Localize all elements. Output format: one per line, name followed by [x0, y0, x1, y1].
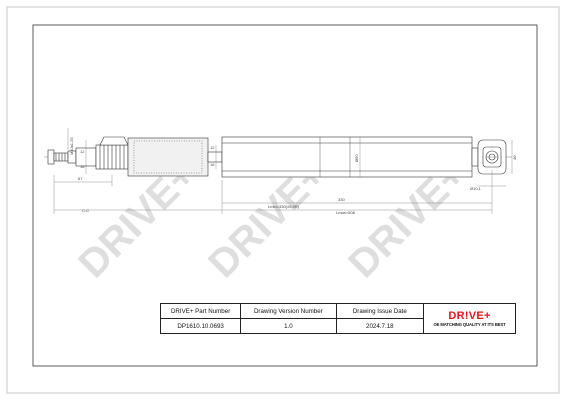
brand-tagline: OE MATCHING QUALITY AT ITS BEST [433, 321, 506, 327]
damper-body [207, 136, 479, 178]
brand-logo: DR!VE+ [448, 309, 491, 322]
value-version: 1.0 [240, 318, 337, 334]
dim-left-dia-1: 12 [80, 149, 85, 154]
title-block: DRIVE+ Part Number Drawing Version Numbe… [159, 303, 516, 334]
header-issue-date: Drawing Issue Date [335, 303, 425, 319]
dim-length-max: Lmax=508 [336, 210, 356, 215]
dust-cover [127, 137, 209, 177]
outer-frame [6, 6, 560, 394]
dimension-lines [53, 128, 513, 214]
value-issue-date: 2024.7.18 [335, 318, 425, 334]
dim-body-dia-1: 12 [210, 145, 215, 150]
dimension-labels: M10x1,25 12 16 12 16 Ø50 40 Ø10,1 67 330… [69, 137, 517, 215]
value-part-number: DP1610.10.0693 [159, 318, 242, 334]
dim-eye-width: 40 [512, 155, 517, 160]
dim-length-body: 330 [338, 197, 345, 202]
dim-left-dia-2: 16 [80, 164, 85, 169]
dim-length-min: Lmin=330(±5,5R) [268, 204, 300, 209]
bump-stop [95, 136, 129, 170]
dim-eye-hole: Ø10,1 [470, 186, 482, 191]
dim-left-thread: M10x1,25 [69, 137, 74, 155]
dim-tube-dia: Ø50 [354, 154, 359, 162]
header-version: Drawing Version Number [240, 303, 337, 319]
inner-frame [32, 24, 538, 367]
eye-mount [477, 139, 507, 175]
dim-length-left: 67 [78, 176, 83, 181]
logo-cell: DR!VE+ OE MATCHING QUALITY AT ITS BEST [423, 303, 516, 334]
dim-gc-marker: C-C [82, 208, 89, 213]
dim-body-dia-2: 16 [210, 162, 215, 167]
header-part-number: DRIVE+ Part Number [159, 303, 242, 319]
